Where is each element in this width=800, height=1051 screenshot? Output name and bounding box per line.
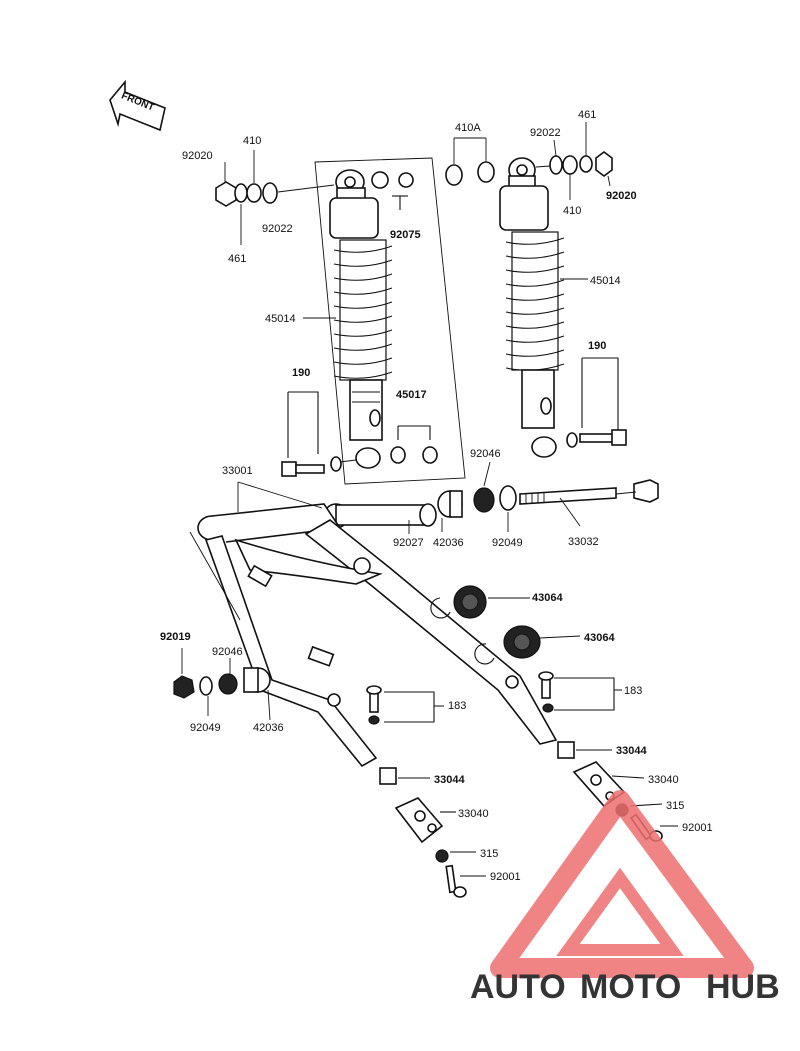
label-45014-right: 45014 xyxy=(590,275,621,287)
label-410-right: 410 xyxy=(563,205,581,217)
label-33044-left: 33044 xyxy=(434,774,465,786)
label-183-right: 183 xyxy=(624,685,642,697)
label-461-left: 461 xyxy=(228,253,246,265)
label-92046-left: 92046 xyxy=(212,646,243,658)
label-33044-right: 33044 xyxy=(616,745,647,757)
label-410A: 410A xyxy=(455,122,481,134)
label-92019: 92019 xyxy=(160,631,191,643)
left-top-hardware xyxy=(215,150,335,245)
label-33032: 33032 xyxy=(568,536,599,548)
label-92049-left: 92049 xyxy=(190,722,221,734)
right-top-hardware xyxy=(445,122,613,200)
watermark-moto: MOTO xyxy=(580,968,681,1006)
label-410-left: 410 xyxy=(243,135,261,147)
label-92020-left: 92020 xyxy=(182,150,213,162)
left-bolt-190 xyxy=(281,391,357,477)
part-labels: 92020 410 461 92022 92075 45014 190 4501… xyxy=(160,109,713,883)
label-92001-right: 92001 xyxy=(682,822,713,834)
label-43064-upper: 43064 xyxy=(532,592,563,604)
swing-arm xyxy=(189,481,558,768)
label-190-right: 190 xyxy=(588,340,606,352)
automotohub-watermark: AUTO MOTO HUB xyxy=(470,790,780,1006)
pivot-assembly xyxy=(323,461,659,534)
left-pivot-hardware xyxy=(173,648,271,721)
label-461-right: 461 xyxy=(578,109,596,121)
watermark-hub: HUB xyxy=(706,968,780,1006)
label-92075: 92075 xyxy=(390,229,421,241)
right-bolt-190 xyxy=(566,357,627,448)
left-shock-absorber xyxy=(303,157,466,485)
label-183-left: 183 xyxy=(448,700,466,712)
label-92022-right: 92022 xyxy=(530,127,561,139)
triangle-logo-icon xyxy=(490,790,754,978)
label-92001-left: 92001 xyxy=(490,871,521,883)
label-33040-right: 33040 xyxy=(648,774,679,786)
label-92027: 92027 xyxy=(393,537,424,549)
label-315-right: 315 xyxy=(666,800,684,812)
label-45017: 45017 xyxy=(396,389,427,401)
label-45014-left: 45014 xyxy=(265,313,296,325)
rubber-bushings-43064 xyxy=(430,585,581,665)
label-92022-left: 92022 xyxy=(262,223,293,235)
label-43064-lower: 43064 xyxy=(584,632,615,644)
front-arrow-icon: FRONT xyxy=(109,79,166,132)
label-92049-top: 92049 xyxy=(492,537,523,549)
label-42036-top: 42036 xyxy=(433,537,464,549)
right-shock-absorber xyxy=(499,157,588,458)
label-92046-top: 92046 xyxy=(470,448,501,460)
left-spring-coils xyxy=(333,245,393,379)
watermark-auto: AUTO xyxy=(470,968,566,1006)
label-315-left: 315 xyxy=(480,848,498,860)
label-92020-right: 92020 xyxy=(606,190,637,202)
label-42036-left: 42036 xyxy=(253,722,284,734)
label-33040-left: 33040 xyxy=(458,808,489,820)
label-33001: 33001 xyxy=(222,465,253,477)
label-190-left: 190 xyxy=(292,367,310,379)
bolts-183 xyxy=(366,671,622,725)
